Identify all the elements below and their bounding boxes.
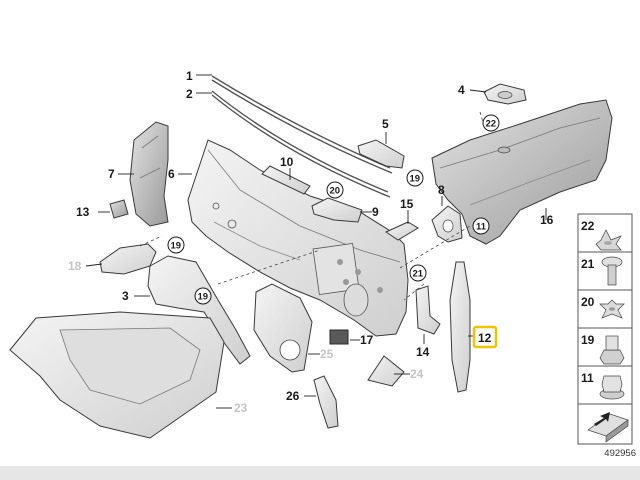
- callout-1: 1: [186, 69, 193, 83]
- callout-18: 18: [68, 259, 82, 273]
- part-17-block: [329, 329, 349, 345]
- callout-26: 26: [286, 389, 300, 403]
- arrow-gasket-icon: [587, 412, 629, 443]
- trim-strip-1: [211, 75, 393, 174]
- callout-15: 15: [400, 197, 414, 211]
- legend-row-20: 20: [581, 295, 625, 319]
- callout-9: 9: [372, 205, 379, 219]
- circled-ref-21: 21: [409, 264, 427, 282]
- callout-24: 24: [410, 367, 424, 381]
- svg-text:21: 21: [581, 257, 595, 271]
- svg-text:19: 19: [198, 292, 209, 303]
- push-rivet-clip-icon: [595, 229, 622, 251]
- part-15-clip: [384, 221, 419, 241]
- callout-4: 4: [458, 83, 465, 97]
- callout-12-highlighted[interactable]: 12: [472, 325, 498, 349]
- svg-text:21: 21: [413, 269, 424, 280]
- part-5-bracket: [357, 139, 405, 169]
- leader-lines: [85, 74, 547, 409]
- circled-ref-20: 20: [326, 181, 344, 199]
- expanding-rivet-icon: [601, 256, 623, 286]
- legend-row-22: 22: [581, 219, 622, 251]
- part-12-pillar-insulation: [449, 261, 471, 393]
- callout-25: 25: [320, 347, 334, 361]
- legend-row-11: 11: [581, 371, 625, 400]
- fastener-legend: 22 21 20 19: [577, 213, 633, 445]
- callout-14: 14: [416, 345, 430, 359]
- callout-17: 17: [360, 333, 374, 347]
- svg-text:19: 19: [581, 333, 595, 347]
- hex-flange-nut-icon: [599, 375, 625, 400]
- footer-bar: [0, 466, 640, 480]
- callout-10: 10: [280, 155, 294, 169]
- part-25-panel: [253, 283, 313, 373]
- part-26-bracket: [313, 375, 339, 429]
- circled-ref-19-left: 19: [167, 236, 185, 254]
- part-10-cover: [261, 165, 311, 195]
- part-14-bracket: [415, 285, 441, 335]
- circled-ref-19-bottom: 19: [194, 287, 212, 305]
- star-clip-icon: [599, 299, 625, 319]
- callout-7: 7: [108, 167, 115, 181]
- trim-strip-2: [211, 90, 391, 198]
- callout-23: 23: [234, 401, 248, 415]
- hex-collar-nut-icon: [599, 335, 625, 365]
- part-7-side-insulation: [129, 121, 169, 227]
- callout-12-label: 12: [478, 331, 492, 345]
- callout-13: 13: [76, 205, 90, 219]
- part-16-insulation: [431, 99, 613, 245]
- svg-text:11: 11: [476, 222, 487, 233]
- circled-ref-19-top: 19: [406, 169, 424, 187]
- callout-8: 8: [438, 183, 445, 197]
- svg-text:19: 19: [171, 241, 182, 252]
- callout-16: 16: [540, 213, 554, 227]
- circled-ref-11: 11: [472, 217, 490, 235]
- callout-5: 5: [382, 117, 389, 131]
- svg-text:22: 22: [486, 119, 497, 130]
- legend-row-gasket: [587, 412, 629, 443]
- part-3-brace: [147, 255, 251, 365]
- callout-2: 2: [186, 87, 193, 101]
- svg-text:19: 19: [410, 174, 421, 185]
- svg-text:20: 20: [330, 186, 341, 197]
- svg-text:11: 11: [581, 371, 594, 385]
- legend-row-19: 19: [581, 333, 625, 365]
- part-9-bracket: [311, 197, 363, 223]
- part-24-plate: [367, 355, 405, 387]
- legend-row-21: 21: [581, 256, 623, 286]
- part-18-bracket: [99, 243, 157, 275]
- document-number: 492956: [604, 448, 636, 459]
- svg-text:20: 20: [581, 295, 595, 309]
- callout-6: 6: [168, 167, 175, 181]
- part-13-clip: [109, 199, 129, 219]
- circled-ref-22: 22: [482, 114, 500, 132]
- svg-text:22: 22: [581, 219, 595, 233]
- callout-3: 3: [122, 289, 129, 303]
